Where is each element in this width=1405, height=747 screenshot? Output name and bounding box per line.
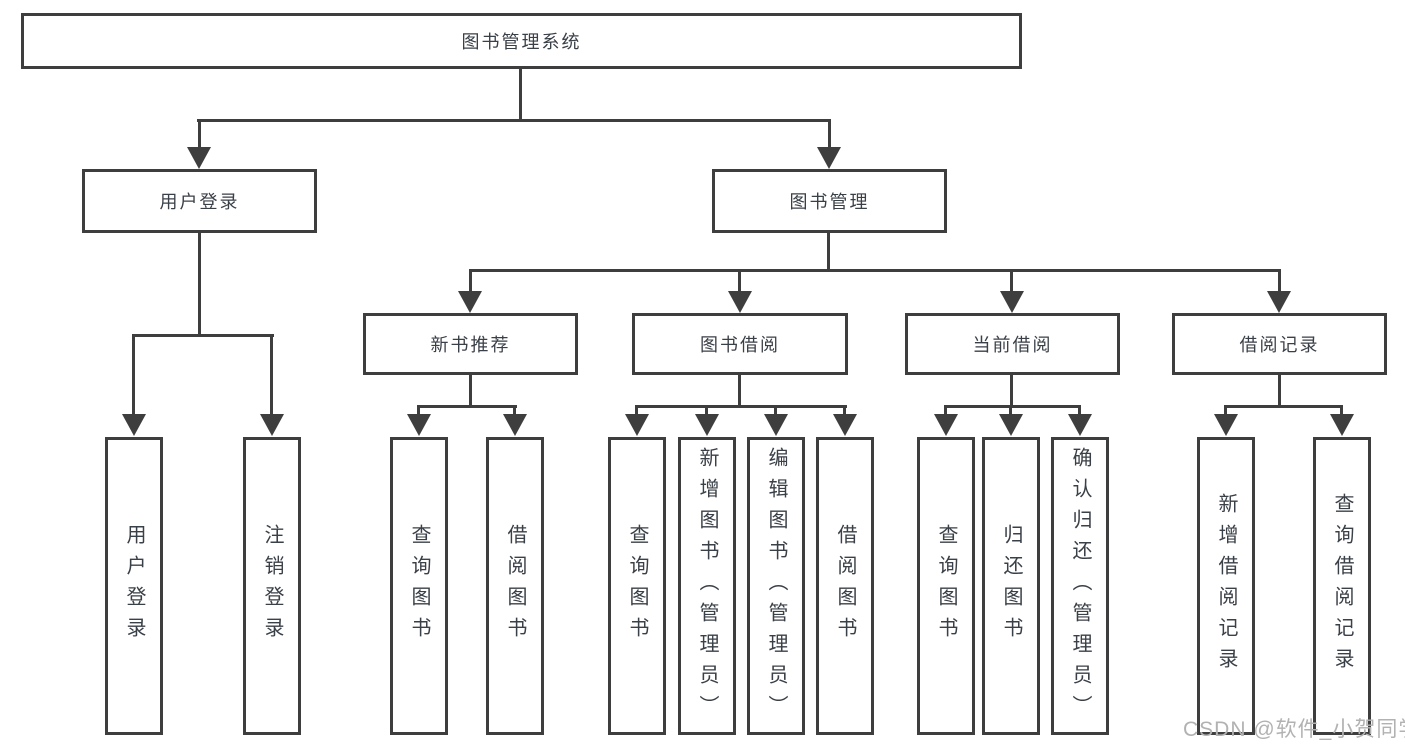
node-root-label: 图书管理系统 [461, 32, 582, 52]
node-borrow-records-label: 借阅记录 [1239, 335, 1320, 355]
arrowhead-newbook-child2 [503, 414, 527, 436]
node-new-book-recommend-label: 新书推荐 [430, 335, 511, 355]
leaf-query-books-newbook: 查询图书 [390, 437, 448, 735]
arrowhead-records-child1 [1214, 414, 1238, 436]
arrowhead-borrow-child3 [764, 414, 788, 436]
connector-newbook-stem [469, 375, 472, 407]
leaf-edit-book-admin: 编辑图书（管理员） [747, 437, 805, 735]
leaf-edit-book-admin-label: 编辑图书（管理员） [765, 446, 787, 726]
leaf-add-borrow-record: 新增借阅记录 [1197, 437, 1255, 735]
connector-current-child3 [1078, 405, 1081, 416]
connector-current-branch [944, 405, 1081, 408]
leaf-query-books-borrow-label: 查询图书 [626, 524, 648, 648]
leaf-borrow-books-newbook-label: 借阅图书 [504, 524, 526, 648]
arrowhead-borrow-child4 [833, 414, 857, 436]
node-borrow-records: 借阅记录 [1172, 313, 1387, 375]
node-current-borrow-label: 当前借阅 [972, 335, 1053, 355]
leaf-return-book-label: 归还图书 [1000, 524, 1022, 648]
connector-root-branch [197, 119, 831, 122]
leaf-add-book-admin-label: 新增图书（管理员） [696, 446, 718, 726]
connector-borrow-stem [738, 375, 741, 407]
connector-records-stem [1278, 375, 1281, 407]
leaf-add-borrow-record-label: 新增借阅记录 [1215, 493, 1237, 679]
connector-records-branch [1224, 405, 1343, 408]
connector-to-leaf-user-login [132, 334, 135, 416]
leaf-borrow-books-newbook: 借阅图书 [486, 437, 544, 735]
node-root: 图书管理系统 [21, 13, 1022, 69]
leaf-return-book: 归还图书 [982, 437, 1040, 735]
leaf-logout-label: 注销登录 [261, 524, 283, 648]
arrowhead-borrow-records [1267, 291, 1291, 313]
connector-borrow-child3 [774, 405, 777, 416]
node-current-borrow: 当前借阅 [905, 313, 1120, 375]
arrowhead-borrow-child1 [625, 414, 649, 436]
connector-to-current-borrow [1010, 269, 1013, 294]
connector-user-login-stem [198, 233, 201, 336]
connector-book-management-branch [469, 269, 1281, 272]
leaf-confirm-return-admin-label: 确认归还（管理员） [1069, 446, 1091, 726]
connector-records-child2 [1340, 405, 1343, 416]
arrowhead-borrow-child2 [695, 414, 719, 436]
connector-to-borrow-records [1278, 269, 1281, 294]
connector-to-user-login [198, 119, 201, 149]
connector-book-management-stem [827, 233, 830, 271]
arrowhead-user-login [187, 147, 211, 169]
node-book-borrow: 图书借阅 [632, 313, 848, 375]
connector-to-leaf-logout [270, 334, 273, 416]
arrowhead-new-book [458, 291, 482, 313]
leaf-confirm-return-admin: 确认归还（管理员） [1051, 437, 1109, 735]
connector-newbook-child1 [417, 405, 420, 416]
connector-borrow-child2 [705, 405, 708, 416]
leaf-query-books-borrow: 查询图书 [608, 437, 666, 735]
connector-user-login-branch [132, 334, 274, 337]
arrowhead-current-child1 [934, 414, 958, 436]
leaf-query-books-current: 查询图书 [917, 437, 975, 735]
node-user-login: 用户登录 [82, 169, 317, 233]
leaf-borrow-books-borrow-label: 借阅图书 [834, 524, 856, 648]
leaf-query-books-newbook-label: 查询图书 [408, 524, 430, 648]
connector-to-book-borrow [738, 269, 741, 294]
node-new-book-recommend: 新书推荐 [363, 313, 578, 375]
leaf-query-books-current-label: 查询图书 [935, 524, 957, 648]
connector-to-book-management [828, 119, 831, 149]
arrowhead-book-borrow [728, 291, 752, 313]
connector-current-child1 [944, 405, 947, 416]
connector-to-new-book [469, 269, 472, 294]
arrowhead-current-child3 [1068, 414, 1092, 436]
leaf-query-borrow-record-label: 查询借阅记录 [1331, 493, 1353, 679]
connector-current-stem [1010, 375, 1013, 407]
node-book-borrow-label: 图书借阅 [700, 335, 780, 355]
connector-current-child2 [1009, 405, 1012, 416]
connector-borrow-child1 [635, 405, 638, 416]
connector-newbook-branch [418, 405, 517, 408]
leaf-user-login-label: 用户登录 [123, 524, 145, 648]
leaf-borrow-books-borrow: 借阅图书 [816, 437, 874, 735]
arrowhead-leaf-user-login [122, 414, 146, 436]
arrowhead-newbook-child1 [407, 414, 431, 436]
leaf-query-borrow-record: 查询借阅记录 [1313, 437, 1371, 735]
arrowhead-book-management [817, 147, 841, 169]
connector-records-child1 [1224, 405, 1227, 416]
csdn-watermark: CSDN @软件_小贺同学 [1183, 718, 1405, 741]
node-book-management-label: 图书管理 [789, 192, 870, 212]
leaf-logout: 注销登录 [243, 437, 301, 735]
connector-root-stem [519, 69, 522, 121]
connector-newbook-child2 [513, 405, 516, 416]
leaf-add-book-admin: 新增图书（管理员） [678, 437, 736, 735]
arrowhead-leaf-logout [260, 414, 284, 436]
leaf-user-login: 用户登录 [105, 437, 163, 735]
arrowhead-records-child2 [1330, 414, 1354, 436]
arrowhead-current-child2 [999, 414, 1023, 436]
node-user-login-label: 用户登录 [159, 192, 240, 212]
connector-borrow-branch [636, 405, 847, 408]
node-book-management: 图书管理 [712, 169, 947, 233]
arrowhead-current-borrow [1000, 291, 1024, 313]
connector-borrow-child4 [843, 405, 846, 416]
